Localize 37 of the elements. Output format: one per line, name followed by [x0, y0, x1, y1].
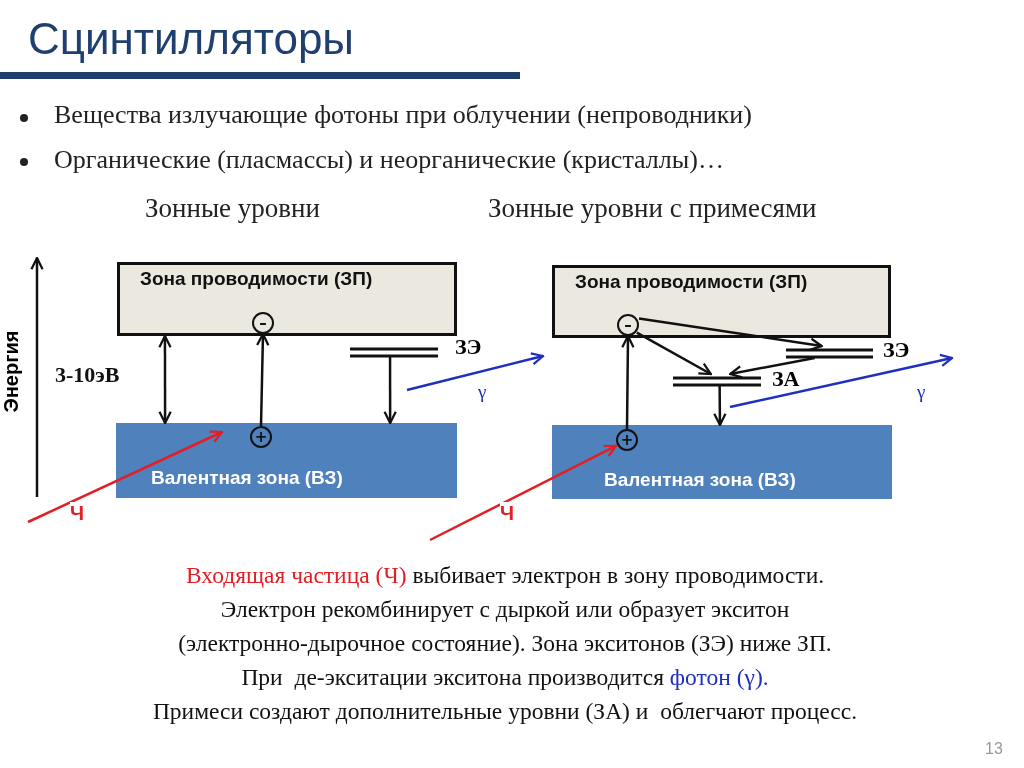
note-text: фотон (γ). — [669, 664, 769, 690]
note-text: При де-экситации экситона производится — [241, 664, 664, 690]
note-text: (электронно-дырочное состояние). Зона экситонов (ЗЭ) ниже ЗП. — [178, 630, 832, 656]
section-heading: Зонные уровни — [145, 193, 320, 224]
arrow — [638, 317, 823, 351]
band-box — [552, 265, 891, 338]
arrow — [158, 334, 172, 425]
slide-title: Сцинтилляторы — [28, 14, 354, 64]
bullet-text: Органические (пласмассы) и неорганические (кристаллы)… — [54, 145, 724, 175]
note-text: Примеси создают дополнительные уровни (ЗА) и облегчают процесс. — [152, 698, 858, 724]
band-box — [552, 425, 892, 499]
band-label: Зона проводимости (ЗП) — [575, 271, 808, 293]
band-box — [116, 423, 457, 498]
level-label: ЗЭ — [455, 334, 482, 360]
page-number: 13 — [985, 740, 1003, 758]
band-label: Валентная зона (ВЗ) — [151, 467, 343, 489]
arrow — [383, 357, 397, 425]
arrow — [729, 356, 815, 379]
level-label: ЗЭ — [883, 337, 910, 363]
charge-circle: – — [252, 312, 274, 334]
band-label: Валентная зона (ВЗ) — [604, 469, 796, 491]
arrow — [27, 430, 224, 524]
charge-circle: + — [616, 429, 638, 451]
charge-circle: – — [617, 314, 639, 336]
charge-circle: + — [250, 426, 272, 448]
bullet-text: Вещества излучающие фотоны при облучении (непроводники) — [54, 100, 752, 130]
arrow — [713, 386, 727, 427]
note-text: Электрон рекомбинирует с дыркой или образует экситон — [220, 596, 790, 622]
arrow — [636, 331, 712, 376]
level-label: ЗА — [772, 366, 800, 392]
section-heading: Зонные уровни с примесями — [488, 193, 817, 224]
note-text: выбивает электрон в зону проводимости. — [412, 562, 825, 588]
band-box — [117, 262, 457, 336]
axis-label: Энергия — [0, 330, 24, 413]
band-label: Зона проводимости (ЗП) — [140, 268, 373, 290]
note-text: Входящая частица (Ч) — [185, 562, 407, 588]
arrow — [429, 444, 618, 542]
